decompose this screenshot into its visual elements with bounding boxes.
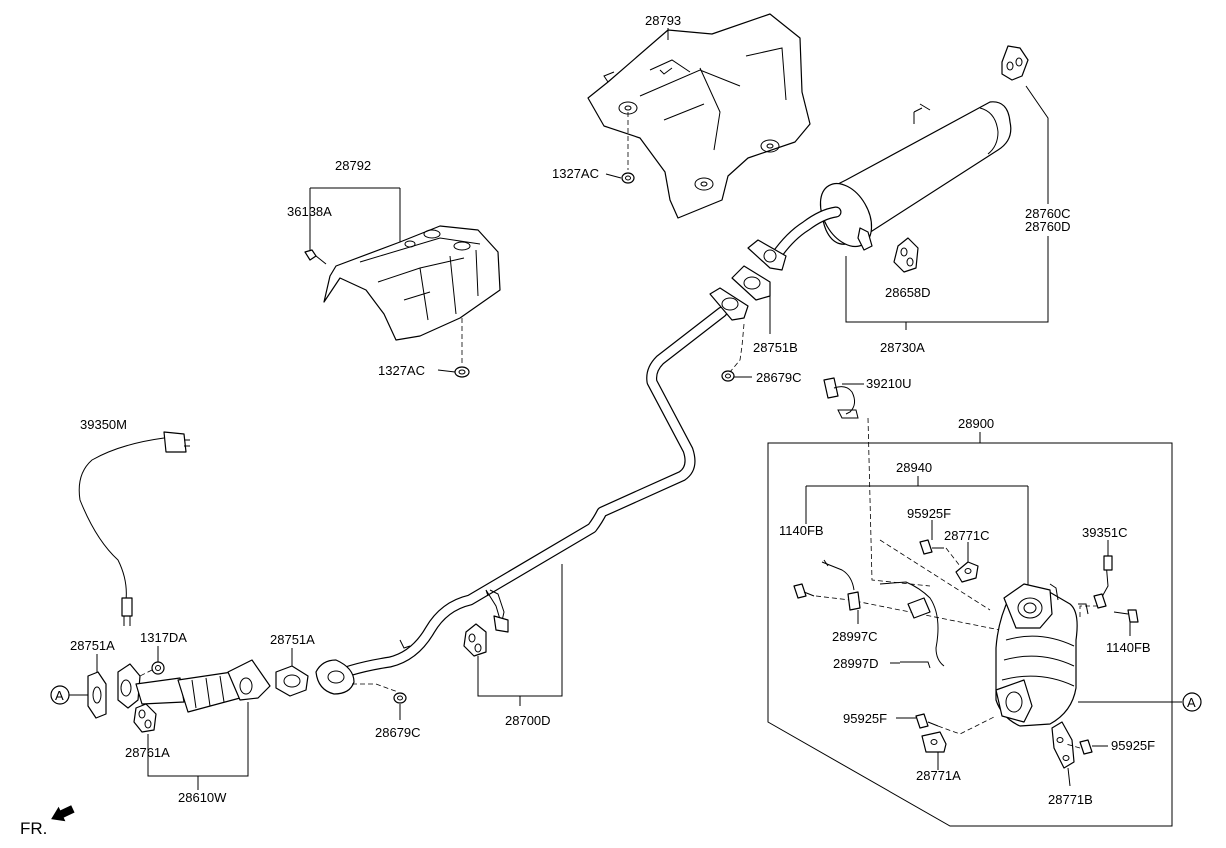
bolt-95925f-right[interactable] <box>1079 739 1108 755</box>
bolt-95925f-mid[interactable] <box>915 713 939 729</box>
label-28760c: 28760C <box>1025 206 1071 221</box>
nut-1327ac-top[interactable] <box>621 172 635 184</box>
label-28679c-top: 28679C <box>756 370 802 385</box>
label-28771b: 28771B <box>1048 792 1093 807</box>
label-1317da: 1317DA <box>140 630 187 645</box>
svg-text:A: A <box>1187 695 1196 710</box>
label-28679c-bottom: 28679C <box>375 725 421 740</box>
bracket-28771a[interactable] <box>921 731 947 753</box>
label-95925f-mid: 95925F <box>843 711 887 726</box>
gasket-28751b[interactable] <box>731 265 771 301</box>
label-28760d: 28760D <box>1025 219 1071 234</box>
label-39351c: 39351C <box>1082 525 1128 540</box>
hanger-rubber-28761a[interactable] <box>133 703 157 733</box>
hanger-rubber-28760[interactable] <box>1001 45 1029 81</box>
oxygen-sensor-28997d[interactable] <box>879 581 945 669</box>
label-39350m: 39350M <box>80 417 127 432</box>
front-direction-arrow-icon <box>51 805 75 822</box>
nut-28679c-top[interactable] <box>721 370 735 382</box>
gasket-28751a-mid[interactable] <box>275 665 309 697</box>
bolt-1140fb-right[interactable] <box>1113 609 1139 623</box>
label-28940: 28940 <box>896 460 932 475</box>
bracket-28771c[interactable] <box>955 561 979 583</box>
label-28761a: 28761A <box>125 745 170 760</box>
svg-text:A: A <box>55 688 64 703</box>
nut-28679c-bottom[interactable] <box>393 692 407 704</box>
label-1327ac-top: 1327AC <box>552 166 599 181</box>
gasket-28751a-left[interactable] <box>87 671 107 719</box>
label-39210u: 39210U <box>866 376 912 391</box>
catalytic-converter-28940[interactable] <box>995 583 1089 727</box>
label-95925f-top: 95925F <box>907 506 951 521</box>
nut-1317da[interactable] <box>151 661 165 675</box>
label-1140fb-left: 1140FB <box>779 523 824 538</box>
bolt-1140fb-left[interactable] <box>793 583 815 599</box>
oxygen-sensor-28997c[interactable] <box>821 559 861 611</box>
front-pipe-28610w[interactable] <box>117 659 271 713</box>
label-28730a: 28730A <box>880 340 925 355</box>
label-28771a: 28771A <box>916 768 961 783</box>
reference-marker-a-right: A <box>1182 692 1202 712</box>
tailpipe-inlet[interactable] <box>747 206 842 271</box>
reference-marker-a-left: A <box>50 685 70 705</box>
label-28997d: 28997D <box>833 656 879 671</box>
hanger-rubber-28700[interactable] <box>463 623 487 657</box>
nut-1327ac-mid[interactable] <box>454 366 470 378</box>
bracket-28771b[interactable] <box>1051 721 1075 769</box>
muffler-28730a[interactable] <box>810 101 1012 256</box>
label-28658d: 28658D <box>885 285 931 300</box>
heat-shield-28792[interactable] <box>323 225 501 341</box>
oxygen-sensor-39210u[interactable] <box>823 377 859 419</box>
hanger-rubber-28658d[interactable] <box>893 237 919 273</box>
label-28771c: 28771C <box>944 528 990 543</box>
label-28900: 28900 <box>958 416 994 431</box>
label-28751b: 28751B <box>753 340 798 355</box>
bolt-95925f-top[interactable] <box>919 539 944 555</box>
center-pipe-28700d[interactable] <box>315 287 749 695</box>
label-28751a-left: 28751A <box>70 638 115 653</box>
label-28751a-mid: 28751A <box>270 632 315 647</box>
label-28610w: 28610W <box>178 790 227 805</box>
label-1140fb-right: 1140FB <box>1106 640 1151 655</box>
catalyst-assembly-frame <box>767 442 1173 827</box>
label-28793: 28793 <box>645 13 681 28</box>
heat-shield-28793[interactable] <box>587 13 811 219</box>
sensor-bracket-39351c[interactable] <box>1093 555 1113 609</box>
label-28792: 28792 <box>335 158 371 173</box>
label-28700d: 28700D <box>505 713 551 728</box>
front-indicator-label: FR. <box>20 819 47 838</box>
clip-36138a[interactable] <box>304 249 327 265</box>
label-36138a: 36138A <box>287 204 332 219</box>
label-28997c: 28997C <box>832 629 878 644</box>
oxygen-sensor-39350m[interactable] <box>78 431 190 626</box>
label-95925f-right: 95925F <box>1111 738 1155 753</box>
label-1327ac-mid: 1327AC <box>378 363 425 378</box>
